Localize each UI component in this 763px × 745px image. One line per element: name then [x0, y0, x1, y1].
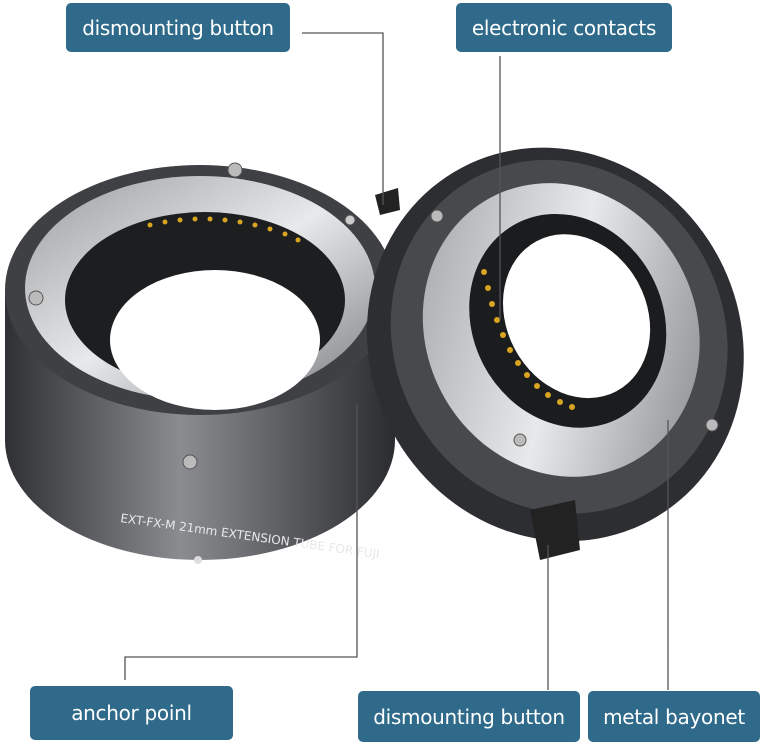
label-anchor-point: anchor poinl — [30, 686, 233, 740]
electronic-contacts-right — [481, 269, 575, 410]
left-extension-tube: EXT-FX-M 21mm EXTENSION TUBE FOR FUJI — [5, 162, 395, 564]
dismounting-button-left — [375, 188, 400, 215]
label-electronic-contacts: electronic contacts — [456, 3, 672, 52]
label-metal-bayonet: metal bayonet — [588, 691, 760, 742]
leader-lines — [124, 32, 669, 690]
right-extension-ring — [366, 147, 744, 542]
dismounting-button-right — [530, 500, 580, 560]
label-dismounting-button-bottom: dismounting button — [358, 691, 580, 742]
label-dismounting-button-top: dismounting button — [66, 3, 290, 52]
electronic-contacts-left — [147, 216, 301, 243]
